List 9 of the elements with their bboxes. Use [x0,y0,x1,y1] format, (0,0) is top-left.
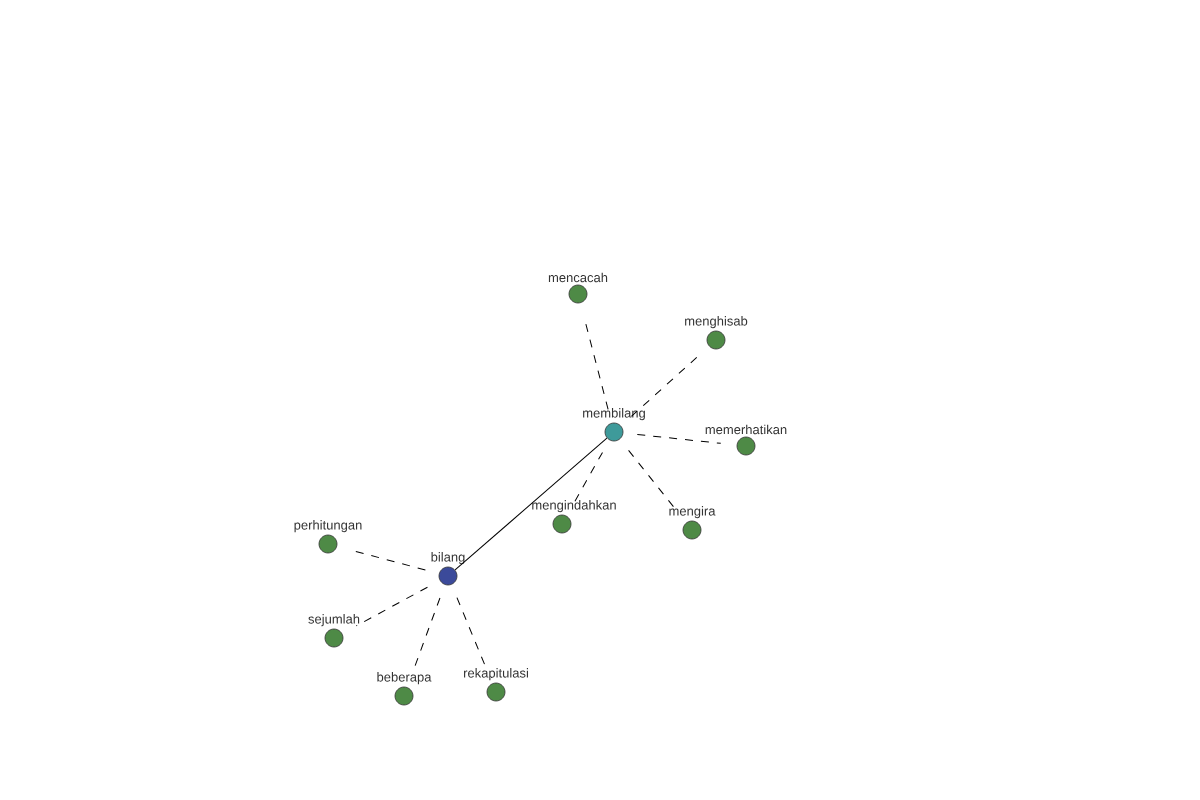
connector-line [628,449,677,511]
connector-line [355,586,428,627]
connector-line [583,318,609,410]
connector-line [456,597,487,670]
connector-line [454,437,608,571]
connector-line [574,451,603,503]
connector-line [352,550,426,571]
connector-line [630,356,698,417]
connector-line [636,434,722,444]
